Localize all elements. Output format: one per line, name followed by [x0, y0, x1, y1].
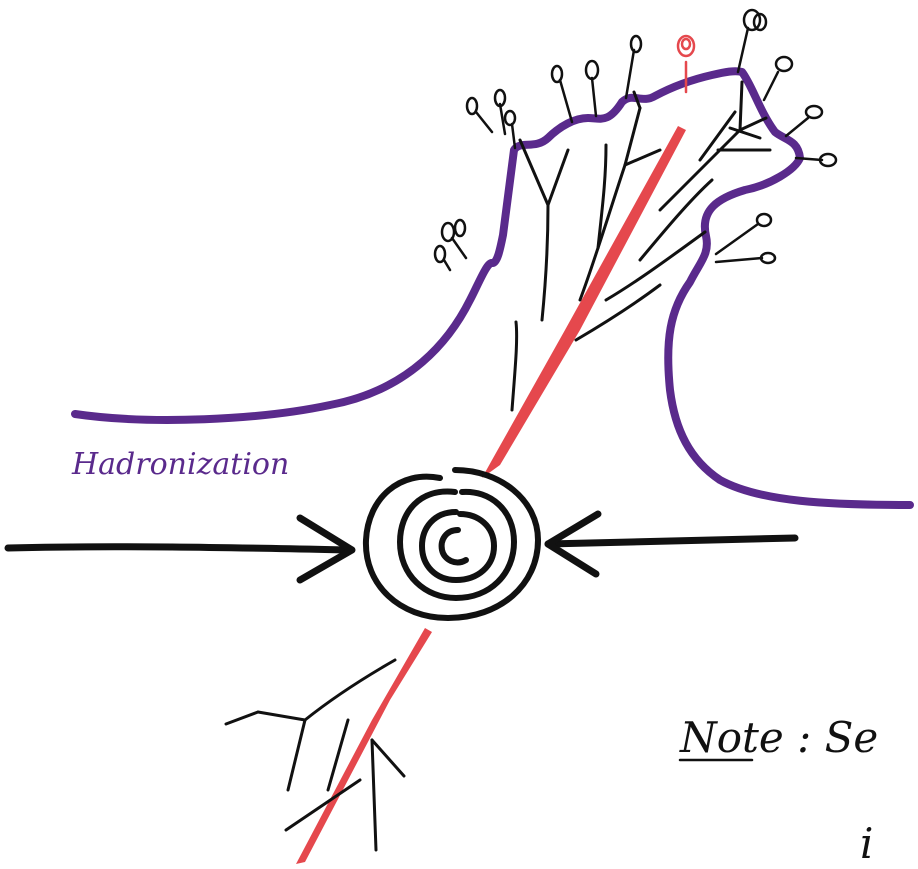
- incoming-beam-left: [8, 518, 352, 580]
- outgoing-hadrons: [435, 10, 836, 270]
- incoming-beam-right: [548, 514, 795, 574]
- collision-vortex: [366, 470, 538, 618]
- note-line2: i: [860, 819, 873, 868]
- note-line1: Note : Se: [679, 713, 878, 762]
- hadronization-boundary: [75, 71, 910, 505]
- hadronization-label: Hadronization: [71, 447, 289, 482]
- red-quark-line-lower: [296, 628, 432, 864]
- parton-shower-lower: [226, 660, 404, 850]
